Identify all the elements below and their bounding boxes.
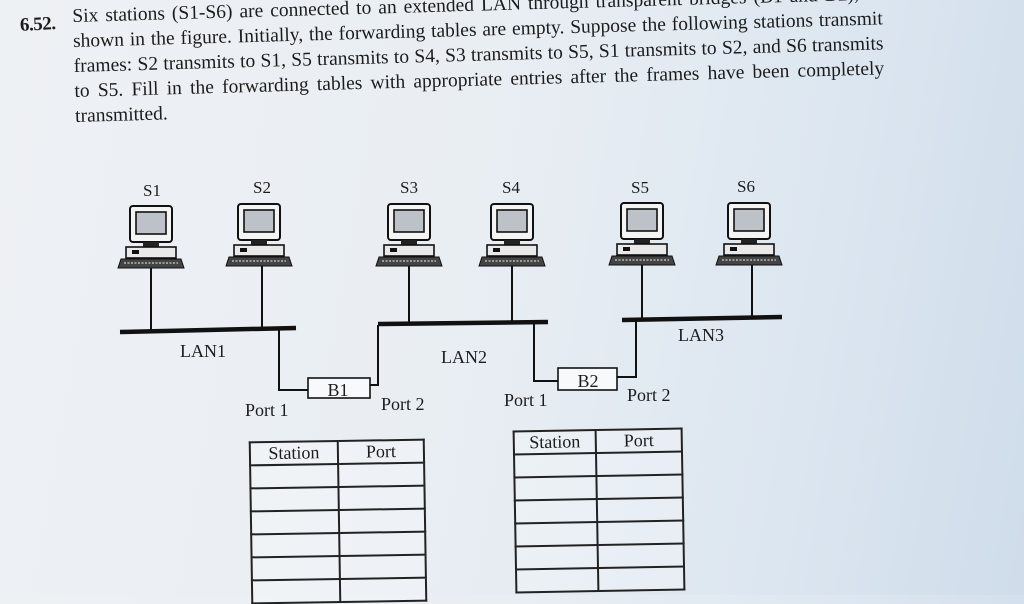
table-cell[interactable] bbox=[516, 568, 599, 593]
table-cell[interactable] bbox=[598, 566, 685, 592]
computer-icon bbox=[375, 203, 443, 267]
table-cell[interactable] bbox=[339, 554, 426, 579]
table-row bbox=[515, 543, 684, 570]
table-cell[interactable] bbox=[338, 462, 425, 487]
table-cell[interactable] bbox=[339, 531, 426, 556]
station-label-s3: S3 bbox=[400, 178, 418, 197]
table-cell[interactable] bbox=[250, 463, 339, 489]
station-label-s2: S2 bbox=[253, 178, 271, 197]
b1-port1-label: Port 1 bbox=[245, 400, 289, 420]
computer-icon bbox=[715, 202, 783, 266]
table-row bbox=[514, 497, 684, 524]
table-header-port: Port bbox=[337, 439, 425, 464]
table-header-station: Station bbox=[513, 430, 596, 455]
table-cell[interactable] bbox=[596, 474, 683, 500]
station-label-s4: S4 bbox=[502, 178, 520, 197]
forwarding-table-b2: Station Port bbox=[512, 427, 686, 594]
table-row bbox=[251, 531, 426, 558]
table-cell[interactable] bbox=[515, 545, 599, 570]
table-cell[interactable] bbox=[338, 485, 425, 510]
forwarding-table-b1: Station Port bbox=[248, 438, 428, 604]
b2-port1-label: Port 1 bbox=[504, 390, 548, 410]
computer-icon bbox=[117, 205, 185, 269]
station-label-s5: S5 bbox=[631, 178, 649, 197]
lan1-label: LAN1 bbox=[180, 341, 226, 361]
table-cell[interactable] bbox=[251, 532, 340, 558]
table-header-port: Port bbox=[595, 428, 682, 454]
table-cell[interactable] bbox=[514, 453, 597, 478]
lan3-label: LAN3 bbox=[678, 325, 724, 345]
lan1-bus bbox=[119, 325, 297, 335]
table-cell[interactable] bbox=[595, 451, 683, 477]
table-cell[interactable] bbox=[250, 486, 339, 512]
table-cell[interactable] bbox=[250, 509, 340, 535]
bridge-b1-label: B1 bbox=[327, 380, 348, 400]
station-label-s6: S6 bbox=[737, 177, 755, 196]
computer-icon bbox=[478, 203, 546, 267]
table-row bbox=[251, 577, 427, 604]
table-row bbox=[250, 508, 426, 535]
table-row bbox=[250, 485, 425, 512]
computer-icon bbox=[608, 202, 676, 266]
table-cell[interactable] bbox=[339, 577, 427, 602]
table-cell[interactable] bbox=[251, 578, 341, 604]
table-header-station: Station bbox=[249, 440, 339, 466]
table-row bbox=[251, 554, 426, 581]
lan3-bus bbox=[621, 314, 783, 323]
bridge-b1 bbox=[307, 377, 371, 399]
table-cell[interactable] bbox=[514, 476, 597, 501]
bridge-b2 bbox=[557, 367, 618, 391]
table-row bbox=[516, 566, 685, 593]
lan2-bus bbox=[377, 319, 549, 327]
b1-port2-label: Port 2 bbox=[381, 394, 425, 414]
table-cell[interactable] bbox=[514, 499, 598, 524]
table-cell[interactable] bbox=[596, 497, 684, 523]
table-row bbox=[514, 451, 683, 478]
table-cell[interactable] bbox=[597, 520, 684, 546]
table-cell[interactable] bbox=[338, 508, 426, 533]
bridge-b2-label: B2 bbox=[577, 371, 598, 391]
b2-port2-label: Port 2 bbox=[627, 385, 671, 405]
table-cell[interactable] bbox=[597, 543, 684, 569]
table-row bbox=[250, 462, 425, 489]
table-row bbox=[514, 474, 683, 501]
table-cell[interactable] bbox=[515, 522, 598, 547]
station-label-s1: S1 bbox=[143, 181, 161, 200]
table-cell[interactable] bbox=[251, 555, 340, 581]
computer-icon bbox=[225, 203, 293, 267]
lan2-label: LAN2 bbox=[441, 347, 487, 367]
table-row bbox=[515, 520, 684, 547]
